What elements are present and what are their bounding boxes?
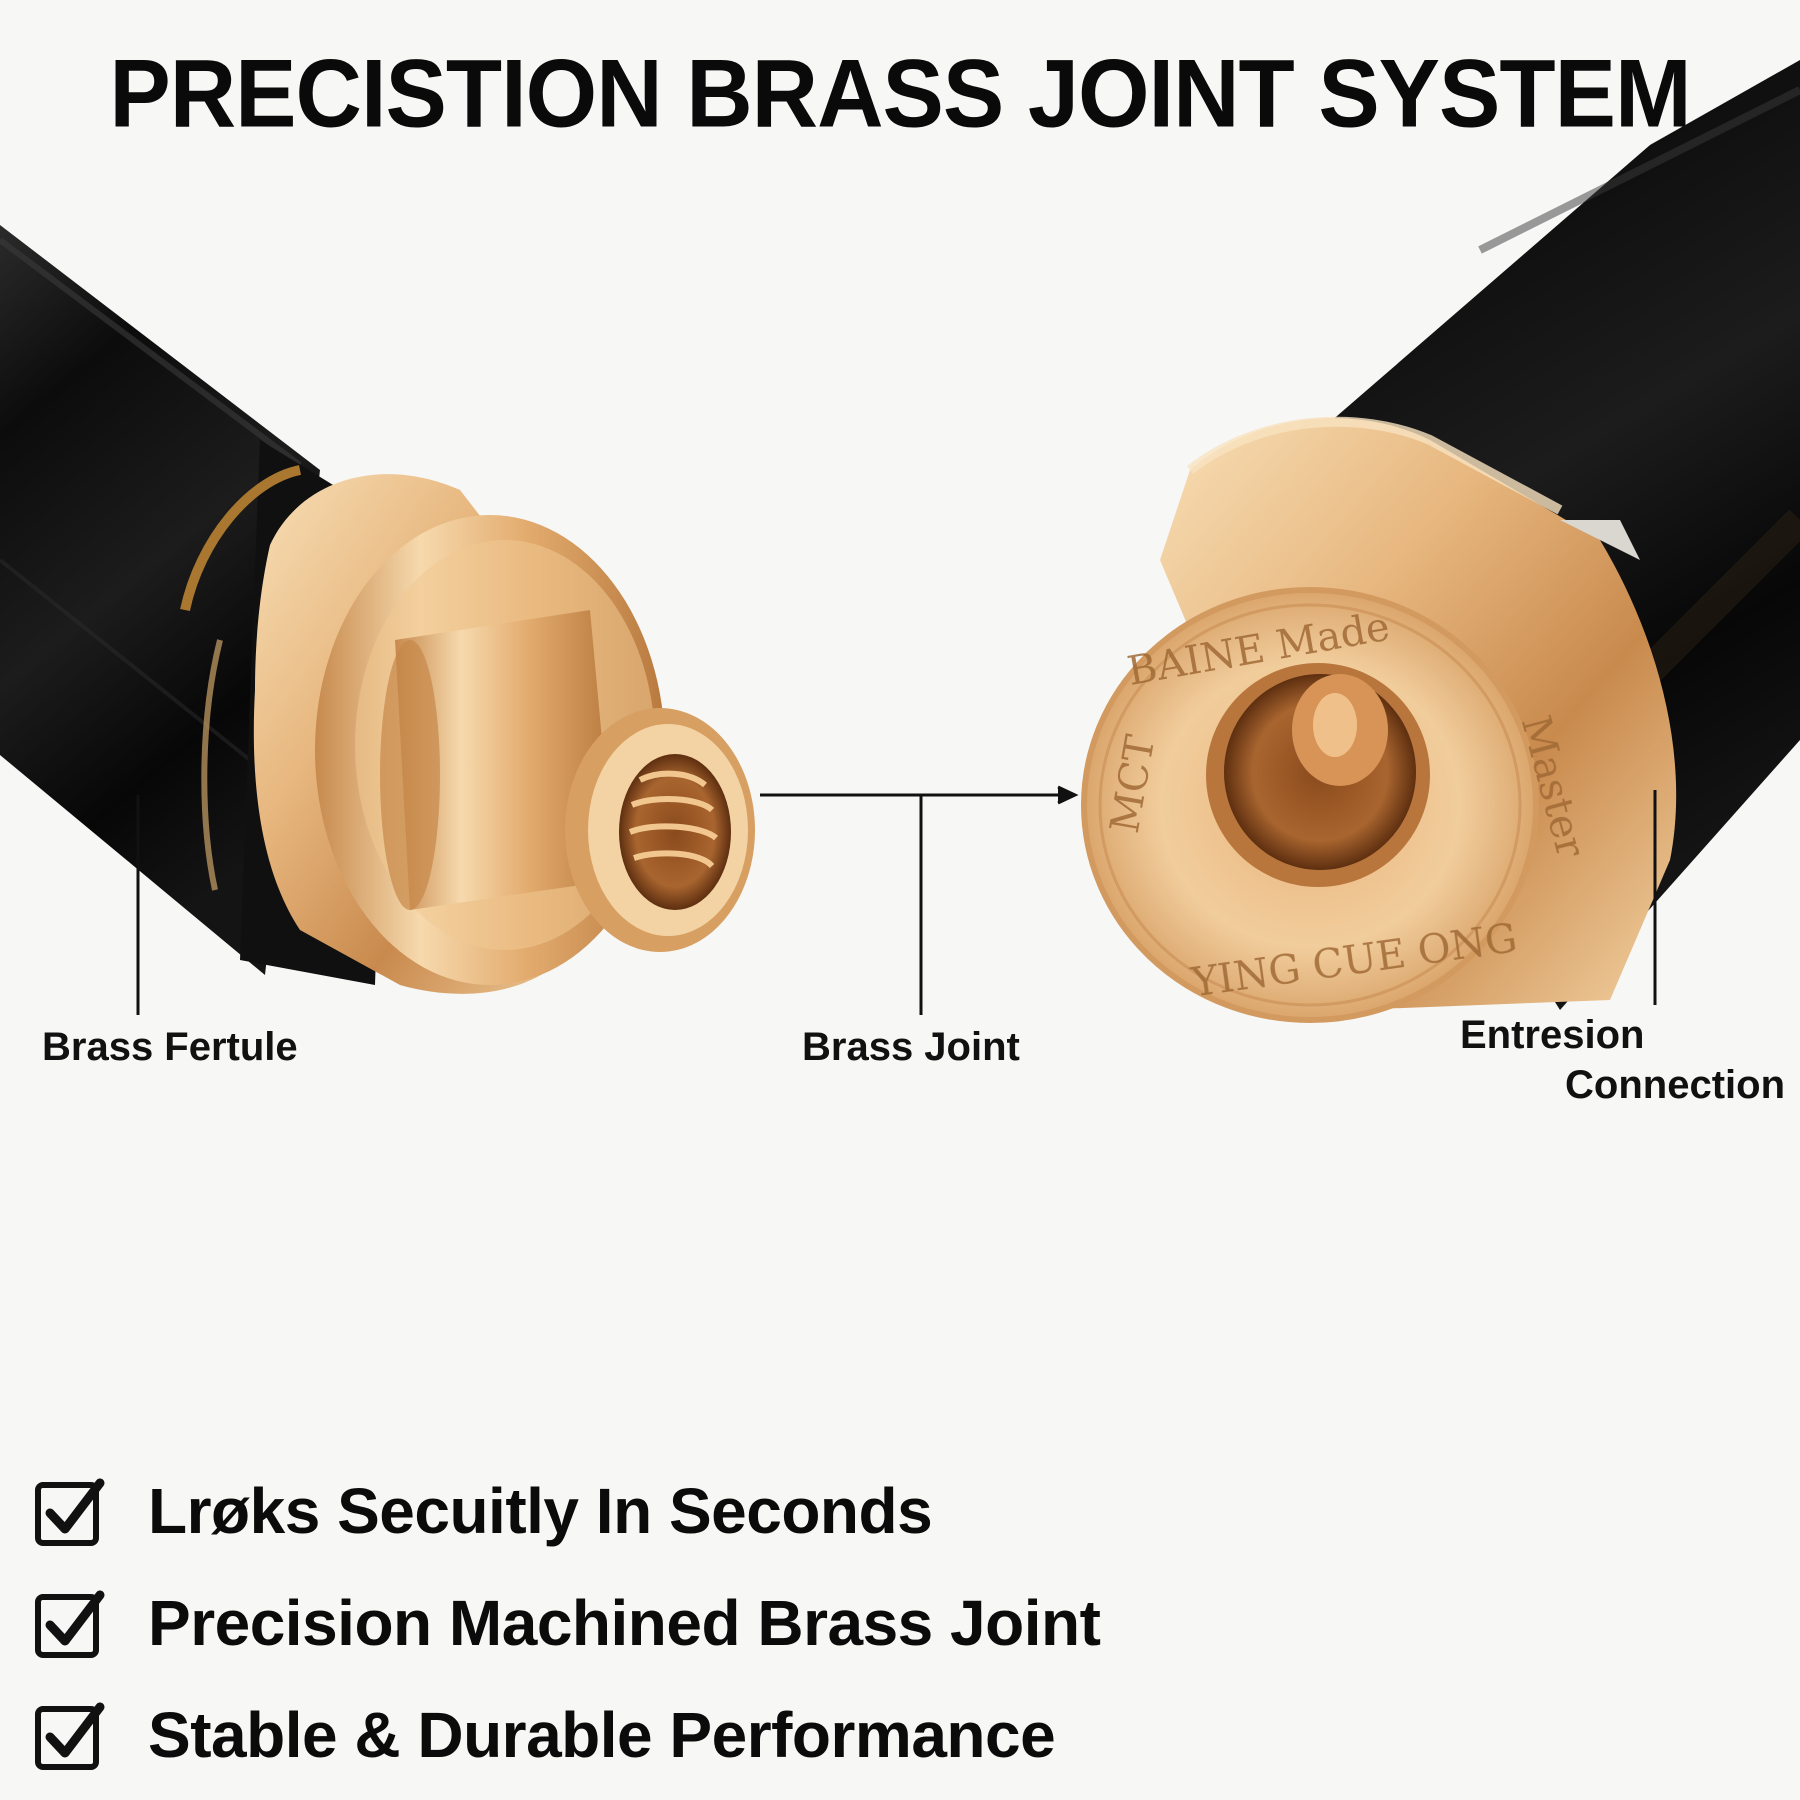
page-title: PRECISTION BRASS JOINT SYSTEM bbox=[109, 40, 1691, 148]
feature-label: Lrøks Secuitly In Seconds bbox=[148, 1475, 933, 1547]
callout-right-line2: Connection bbox=[1565, 1063, 1785, 1107]
callout-brass-joint: Brass Joint bbox=[802, 1025, 1020, 1069]
checkbox-checked-icon bbox=[35, 1478, 105, 1546]
feature-label: Stable & Durable Performance bbox=[148, 1699, 1056, 1771]
feature-label: Precision Machined Brass Joint bbox=[148, 1587, 1101, 1659]
feature-list: Lrøks Secuitly In Seconds Precision Mach… bbox=[34, 1455, 1101, 1791]
feature-item: Precision Machined Brass Joint bbox=[34, 1567, 1101, 1679]
feature-item: Stable & Durable Performance bbox=[34, 1679, 1100, 1791]
brass-joint-collar bbox=[1081, 416, 1677, 1023]
callout-lines bbox=[136, 785, 1657, 1015]
callout-right-line1: Entresion bbox=[1460, 1013, 1645, 1057]
checkbox-checked-icon bbox=[35, 1590, 105, 1658]
feature-item: Lrøks Secuitly In Seconds bbox=[34, 1455, 1100, 1567]
callout-brass-ferrule: Brass Fertule bbox=[42, 1025, 298, 1069]
callout-extension-connection: Entresion Connection bbox=[1455, 1010, 1785, 1110]
arrow-head-icon bbox=[1057, 785, 1079, 805]
checkbox-checked-icon bbox=[35, 1702, 105, 1770]
brass-ferrule bbox=[253, 474, 755, 994]
